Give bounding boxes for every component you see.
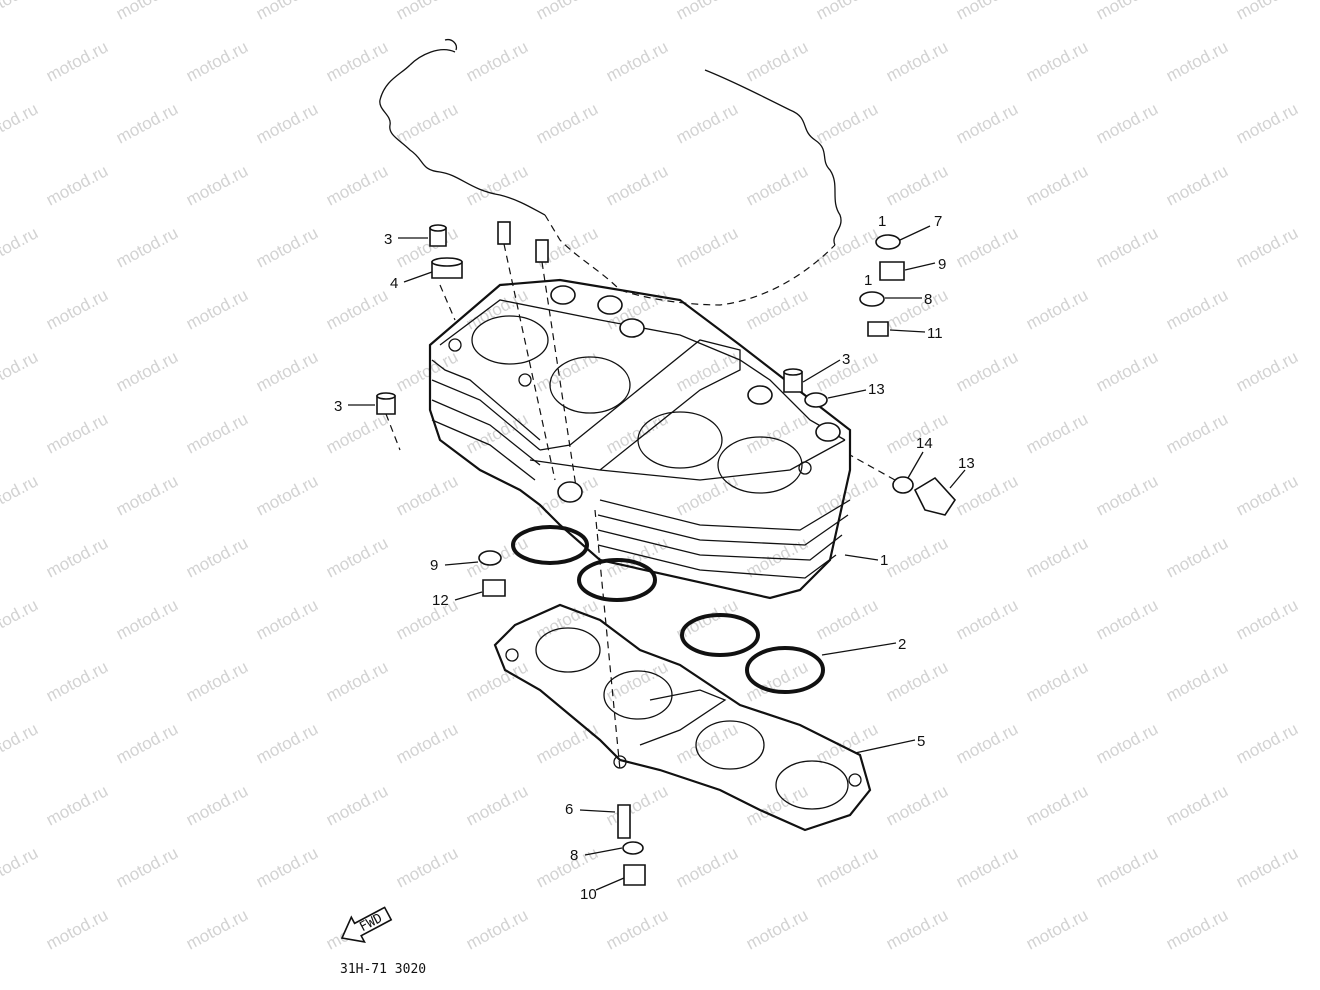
callout-7b: 8 — [570, 847, 578, 864]
callout-2: 2 — [898, 636, 906, 653]
cylinder-bore-2 — [549, 356, 631, 414]
stud-right — [535, 239, 549, 263]
callout-5: 5 — [917, 733, 925, 750]
callout-10: 11 — [927, 325, 943, 342]
o-rings — [511, 525, 825, 694]
small-parts — [376, 224, 957, 886]
callout-12: 13 — [868, 381, 885, 398]
callout-1b: 1 — [878, 213, 886, 230]
o-ring-2 — [577, 558, 657, 602]
callout-9a: 9 — [938, 256, 946, 273]
callout-9b: 10 — [580, 886, 597, 903]
cylinder-bore-3 — [637, 411, 723, 469]
callout-14: 14 — [916, 435, 933, 452]
callout-3b: 3 — [334, 398, 342, 415]
callout-8b: 9 — [430, 557, 438, 574]
o-ring-3 — [680, 613, 760, 657]
callout-13: 13 — [958, 455, 975, 472]
cylinder-bore-1 — [471, 315, 549, 365]
crankcase-outline — [379, 38, 842, 306]
callout-3a: 3 — [384, 231, 392, 248]
o-ring-1 — [511, 525, 589, 565]
cylinder-base-gasket — [493, 603, 872, 832]
callout-1: 1 — [880, 552, 888, 569]
callout-labels: 3 4 3 1 7 9 1 8 11 3 13 14 13 1 2 5 9 12… — [334, 213, 975, 903]
callout-1c: 1 — [864, 272, 872, 289]
stud-left — [497, 221, 511, 245]
callout-7a: 7 — [934, 213, 942, 230]
diagram-code: 31H-71 3020 — [340, 962, 426, 977]
o-ring-4 — [745, 646, 825, 694]
callout-11: 12 — [432, 592, 449, 609]
leader-lines — [348, 225, 966, 891]
callout-8a: 8 — [924, 291, 932, 308]
cylinder-bore-4 — [717, 436, 803, 494]
callout-4: 4 — [390, 275, 398, 292]
callout-6: 6 — [565, 801, 573, 818]
alignment-studs — [497, 221, 621, 771]
cylinder-block — [428, 278, 852, 600]
callout-3c: 3 — [842, 351, 850, 368]
